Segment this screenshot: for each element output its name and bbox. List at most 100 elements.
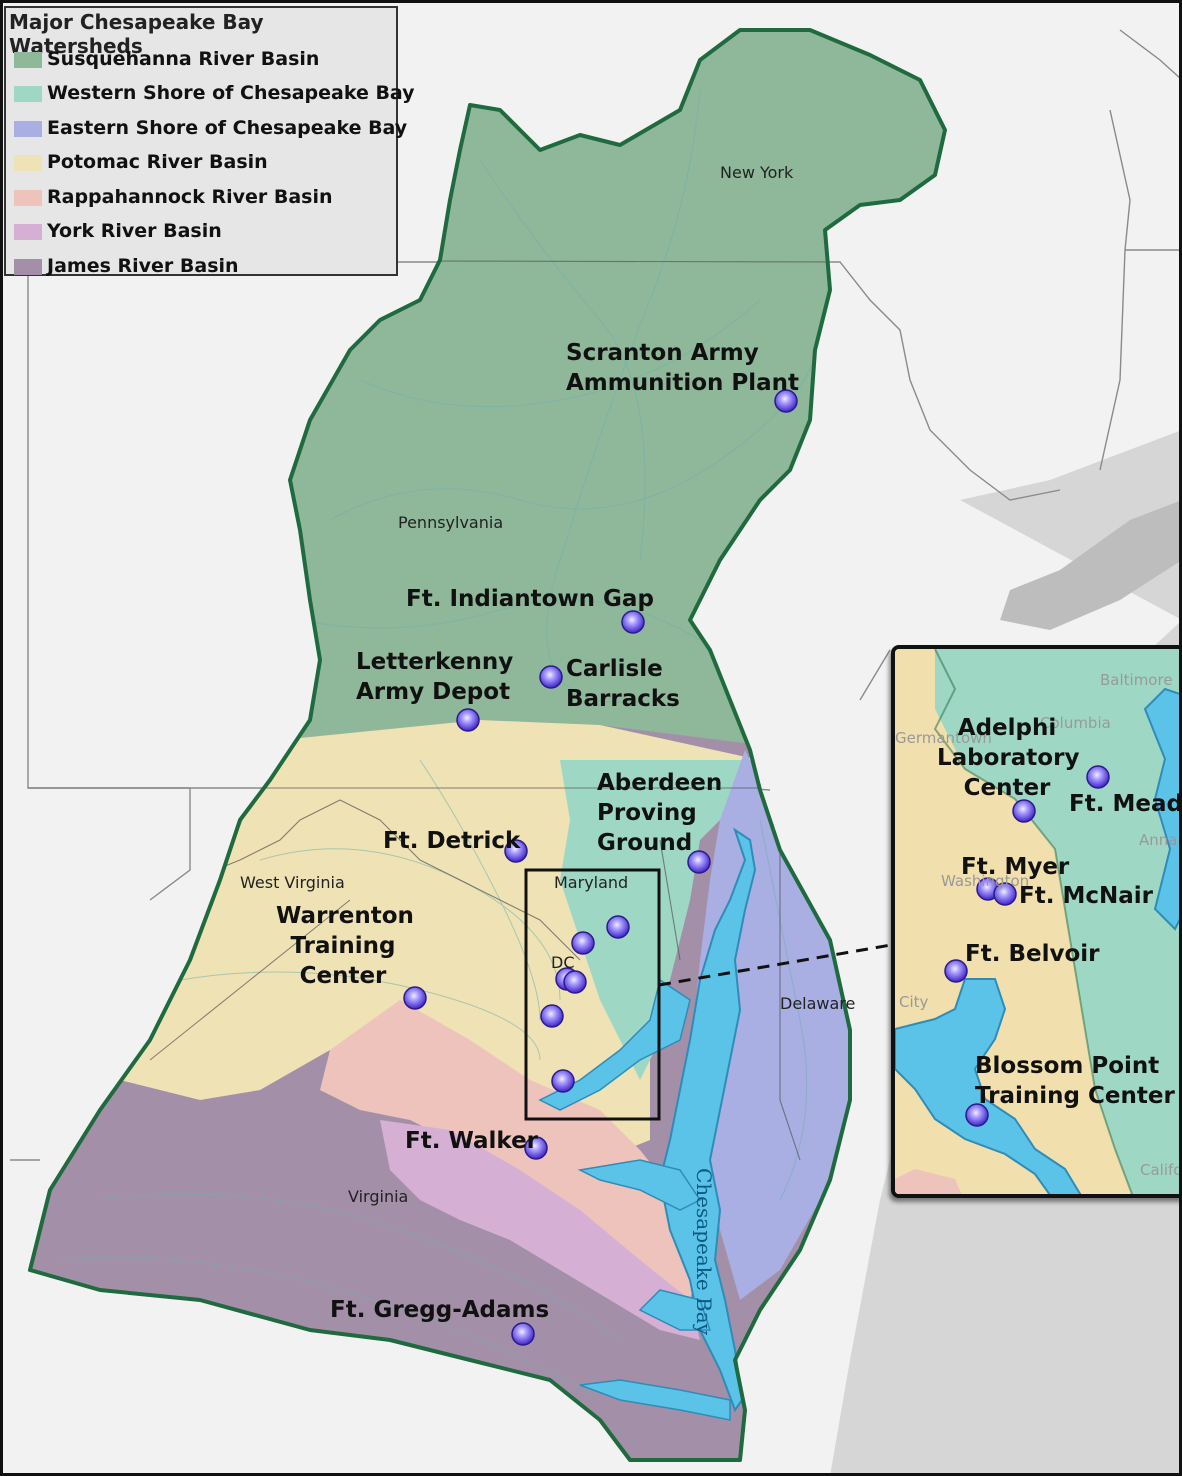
indiantown-gap-label: Ft. Indiantown Gap <box>406 586 654 612</box>
inset-belvoir-marker[interactable] <box>944 959 968 983</box>
detrick-label: Ft. Detrick <box>383 828 521 854</box>
legend-label: James River Basin <box>47 255 239 277</box>
legend-label: Potomac River Basin <box>47 151 268 173</box>
legend-title: Major Chesapeake Bay Watersheds <box>9 10 264 58</box>
walker-label: Ft. Walker <box>405 1128 539 1154</box>
long-island-sound <box>1000 500 1182 630</box>
belvoir-marker[interactable] <box>540 1004 564 1028</box>
watershed-outline <box>28 28 947 1462</box>
james-river <box>579 1379 731 1421</box>
ne-border-1 <box>1119 29 1182 81</box>
york-basin <box>380 1120 700 1340</box>
inset-adelphi-label: Adelphi Laboratory Center <box>937 713 1080 803</box>
inset-belvoir-label: Ft. Belvoir <box>965 941 1100 967</box>
inset-map-svg <box>895 649 1182 1194</box>
installation-markers <box>403 389 798 1346</box>
inset-mcnair-label: Ft. McNair <box>1019 883 1153 909</box>
potomac-river <box>538 978 691 1111</box>
mcnair-marker[interactable] <box>563 970 587 994</box>
state-label-maryland: Maryland <box>554 873 629 892</box>
blossom-point-marker[interactable] <box>551 1069 575 1093</box>
state-label-west-virginia: West Virginia <box>240 873 345 892</box>
warrenton-label-line-3: Center <box>299 963 387 989</box>
inset-potomac-river <box>895 978 1082 1194</box>
aberdeen-label-line-1: Aberdeen <box>597 770 723 796</box>
state-label-pennsylvania: Pennsylvania <box>398 513 504 532</box>
scranton-label-line-1: Scranton Army <box>566 340 759 366</box>
warrenton-label-line-1: Warrenton <box>276 903 414 929</box>
legend-label: Rappahannock River Basin <box>47 186 333 208</box>
inset-adelphi-marker[interactable] <box>1012 799 1036 823</box>
legend-swatch <box>14 190 42 206</box>
scranton-label: Scranton Army Ammunition Plant <box>566 338 799 398</box>
chesapeake-bay-water <box>538 827 757 1421</box>
bay-main-stem <box>658 827 757 1413</box>
letterkenny-label-line-1: Letterkenny <box>356 649 514 675</box>
inset-extent-box <box>524 868 661 1121</box>
rappahannock-river <box>577 1159 702 1211</box>
legend-label: Eastern Shore of Chesapeake Bay <box>47 117 408 139</box>
warrenton-marker[interactable] <box>403 986 427 1010</box>
inset-mcnair-marker[interactable] <box>993 882 1017 906</box>
gregg-adams-label: Ft. Gregg-Adams <box>330 1297 550 1323</box>
indiantown-gap-marker[interactable] <box>621 610 645 634</box>
aberdeen-label-line-2: Proving <box>597 800 697 826</box>
letterkenny-marker[interactable] <box>456 708 480 732</box>
warrenton-label-line-2: Training <box>290 933 396 959</box>
state-label-new-york: New York <box>720 163 794 182</box>
warrenton-label: Warrenton Training Center <box>276 901 414 991</box>
carlisle-marker[interactable] <box>539 665 563 689</box>
label-dc: DC <box>551 953 575 972</box>
inset-city-baltimore: Baltimore <box>1100 671 1173 689</box>
york-river <box>638 1289 712 1331</box>
inset-blossom-point-label: Blossom Point Training Center <box>975 1051 1175 1111</box>
inset-city-germantown: Germantown <box>895 729 992 747</box>
letterkenny-label-line-2: Army Depot <box>356 679 511 705</box>
legend-label: Western Shore of Chesapeake Bay <box>47 82 415 104</box>
carlisle-label-line-1: Carlisle <box>566 656 663 682</box>
inset-adelphi-line-1: Adelphi <box>957 715 1057 741</box>
legend-swatch <box>14 52 42 68</box>
aberdeen-label-line-3: Ground <box>597 830 693 856</box>
rappahannock-basin <box>320 1000 700 1300</box>
legend-swatch <box>14 224 42 240</box>
letterkenny-label: Letterkenny Army Depot <box>356 647 513 707</box>
inset-city-california: California <box>1140 1161 1182 1179</box>
inset-meade-marker[interactable] <box>1086 765 1110 789</box>
eastern-shore-basin <box>690 750 860 1300</box>
inset-meade-label: Ft. Meade <box>1069 791 1182 817</box>
state-label-virginia: Virginia <box>348 1187 409 1206</box>
detrick-marker[interactable] <box>504 839 528 863</box>
gregg-adams-marker[interactable] <box>511 1322 535 1346</box>
inset-blossom-line-1: Blossom Point <box>975 1053 1160 1079</box>
carlisle-label: Carlisle Barracks <box>566 654 680 714</box>
state-label-delaware: Delaware <box>780 994 856 1013</box>
aberdeen-marker[interactable] <box>687 850 711 874</box>
inset-map: Baltimore Columbia Germantown Washington… <box>891 645 1182 1198</box>
legend-label: York River Basin <box>47 220 222 242</box>
chesapeake-bay-label: Chesapeake Bay <box>692 1168 716 1336</box>
inset-western-shore-fill <box>935 649 1182 1194</box>
inset-rappahannock-fill <box>895 1169 962 1194</box>
inset-basin-divide <box>933 649 1134 1194</box>
walker-marker[interactable] <box>524 1136 548 1160</box>
inset-markers <box>944 765 1110 1127</box>
adelphi-marker[interactable] <box>571 931 595 955</box>
scranton-marker[interactable] <box>774 389 798 413</box>
ny-pa-border <box>28 261 1061 501</box>
inset-myer-label: Ft. Myer <box>961 854 1070 880</box>
inset-city-annapolis: Annapolis <box>1139 831 1182 849</box>
legend-label: Susquehanna River Basin <box>47 48 320 70</box>
meade-marker[interactable] <box>606 915 630 939</box>
inset-blossom-point-marker[interactable] <box>965 1103 989 1127</box>
ct-border <box>1099 109 1131 471</box>
inset-blossom-line-2: Training Center <box>975 1083 1175 1109</box>
atlantic-ocean <box>830 430 1182 1476</box>
wv-north-border <box>28 787 191 901</box>
legend: Major Chesapeake Bay Watersheds Susqueha… <box>4 6 415 277</box>
carlisle-label-line-2: Barracks <box>566 686 680 712</box>
legend-swatch <box>14 259 42 275</box>
inset-adelphi-line-2: Laboratory <box>937 745 1080 771</box>
legend-swatch <box>14 86 42 102</box>
